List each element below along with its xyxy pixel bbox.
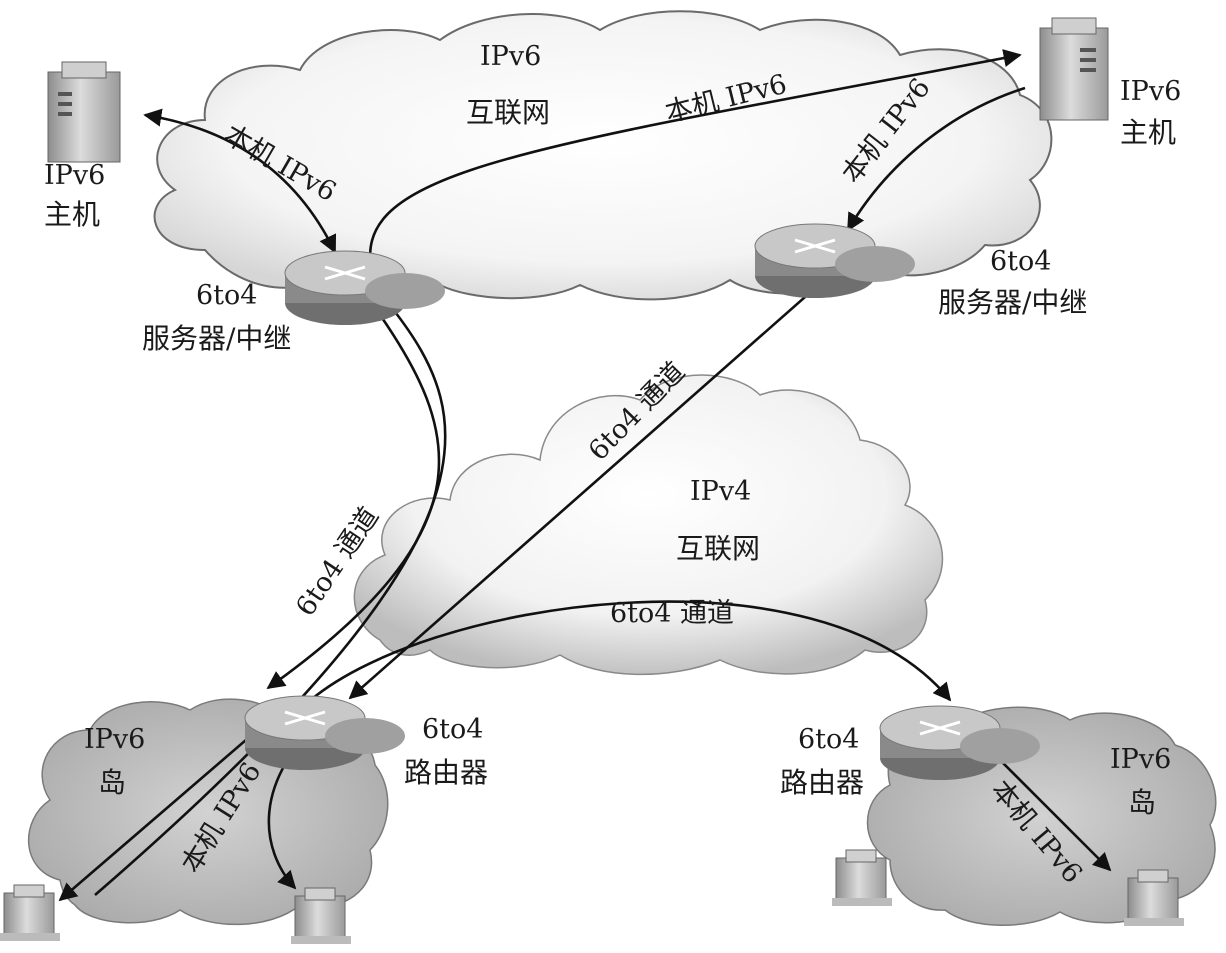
server-icon-island-right-b [1124,869,1184,926]
server-icon-island-left-b [291,887,351,944]
server-icon-island-right-a [832,849,892,906]
link-native-router-left-host-island-left [58,714,276,902]
ipv6-internet-label-2: 互联网 [466,96,550,129]
router-6to4-right [879,705,1040,780]
ipv6-island-left-label-1: IPv6 [84,724,145,755]
host-top-right-label-1: IPv6 [1120,76,1181,107]
router-relay-left [284,250,445,325]
router-right-label-2: 路由器 [780,766,864,799]
router-relay-right [754,223,915,298]
router-left-label-1: 6to4 [422,714,483,745]
link-tunnel-router-left-router-right [304,600,952,706]
ipv4-internet-label-1: IPv4 [690,476,751,507]
link-label-tunnel-horizontal: 6to4 通道 [610,598,734,629]
relay-left-label-1: 6to4 [196,280,257,311]
host-top-left-label-2: 主机 [44,198,100,231]
router-right-label-1: 6to4 [798,724,859,755]
ipv4-internet-label-2: 互联网 [676,532,760,565]
relay-left-label-2: 服务器/中继 [142,322,291,355]
relay-right-label-1: 6to4 [990,246,1051,277]
router-left-label-2: 路由器 [404,756,488,789]
links [58,49,1112,902]
link-native-host-left-relay-left [143,108,337,254]
server-icon-top-left [47,61,121,163]
host-top-right-label-2: 主机 [1120,116,1176,149]
router-6to4-left [244,695,405,770]
link-tunnel-relay-right-router-left [348,273,832,700]
ipv6-island-right-label-2: 岛 [1128,786,1156,819]
server-icon-top-right [1039,17,1109,121]
ipv6-island-right-label-1: IPv6 [1110,744,1171,775]
relay-right-label-2: 服务器/中继 [938,286,1087,319]
ipv6-internet-label-1: IPv6 [480,41,541,72]
link-native-relay-left-host-right [368,49,1022,273]
host-top-left-label-1: IPv6 [44,160,105,191]
link-native-host-right-relay-right [846,86,1026,232]
server-icon-island-left-a [0,884,60,941]
ipv6-island-left-label-2: 岛 [98,766,126,799]
